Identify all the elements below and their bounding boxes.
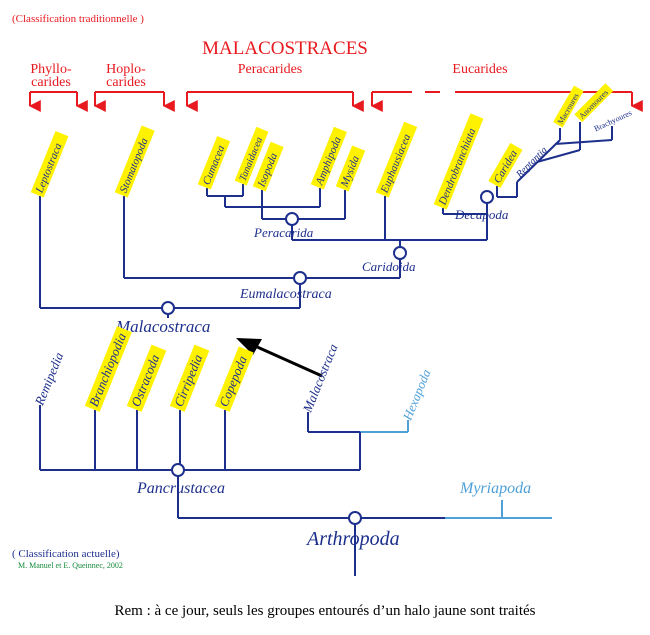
ostracoda-highlight bbox=[126, 344, 167, 412]
credit-label: M. Manuel et E. Queinnec, 2002 bbox=[18, 561, 123, 570]
cumacea-highlight bbox=[197, 136, 231, 190]
eumalacostraca-node bbox=[293, 271, 307, 285]
euphausiacea-highlight bbox=[375, 121, 418, 198]
decapoda-node bbox=[480, 190, 494, 204]
copepoda-label: Copepoda bbox=[216, 353, 250, 409]
hoplocarides-label-line1: Hoplo- bbox=[106, 62, 146, 77]
reptantia-fan bbox=[516, 139, 613, 183]
caridea-highlight bbox=[488, 142, 523, 188]
isopoda-label: Isopoda bbox=[255, 151, 280, 190]
hexapoda-label: Hexapoda bbox=[399, 367, 433, 424]
phyllocarides-label-line2: carides bbox=[31, 75, 71, 90]
phyllocarides-label-line1: Phyllo- bbox=[30, 62, 72, 77]
decapoda-label: Decapoda bbox=[454, 207, 509, 222]
traditional-classification: (Classification traditionnelle ) MALACOS… bbox=[12, 13, 643, 112]
ostracoda-label: Ostracoda bbox=[128, 352, 163, 409]
tanaidacea-highlight bbox=[234, 126, 269, 186]
cirripedia-label: Cirripedia bbox=[171, 352, 206, 409]
peracarides-label: Peracarides bbox=[238, 62, 303, 77]
myriapoda-label: Myriapoda bbox=[459, 480, 531, 497]
anomoures-highlight bbox=[574, 83, 614, 123]
reptantia-fan-stems bbox=[559, 122, 613, 150]
cumacea-label: Cumacea bbox=[201, 143, 228, 186]
actual-classification-label: ( Classification actuelle) bbox=[12, 548, 120, 560]
link-arrow bbox=[236, 338, 323, 378]
pancrustacea-label: Pancrustacea bbox=[136, 480, 225, 497]
myriapoda-join bbox=[445, 500, 552, 519]
isopoda-amphipoda-join bbox=[225, 206, 320, 219]
stomatopoda-highlight bbox=[114, 125, 155, 198]
cumacea-tanaidacea-join bbox=[207, 195, 243, 207]
branchiopodia-label: Branchiopodia bbox=[86, 330, 129, 408]
traditional-classification-label: (Classification traditionnelle ) bbox=[12, 13, 144, 25]
isopoda-highlight bbox=[252, 141, 284, 192]
copepoda-highlight bbox=[214, 346, 254, 412]
malacostraca-taxon-labels: Leptostraca Stomatopoda Cumacea Tanaidac… bbox=[30, 83, 633, 210]
peracarida-label: Peracarida bbox=[253, 225, 314, 240]
dendrobranchiata-highlight bbox=[433, 113, 484, 210]
decapoda-join bbox=[443, 196, 517, 240]
malacostraca-label: Malacostraca bbox=[115, 317, 210, 336]
arthropod-taxon-labels: Remipedia Branchiopodia Ostracoda Cirrip… bbox=[31, 326, 434, 424]
branchiopodia-highlight bbox=[84, 326, 132, 412]
dendrobranchiata-label: Dendrobranchiata bbox=[436, 126, 478, 207]
caridoida-label: Caridoida bbox=[362, 259, 416, 274]
euphausiacea-label: Euphausiacea bbox=[378, 132, 413, 196]
pancrustacea-node bbox=[171, 463, 185, 477]
malacostraca-tree bbox=[39, 122, 613, 318]
mysida-highlight bbox=[335, 145, 366, 192]
caridoida-node bbox=[393, 246, 407, 260]
malacostraca-node bbox=[161, 301, 175, 315]
peracarida-node bbox=[285, 212, 299, 226]
remipedia-label: Remipedia bbox=[31, 350, 66, 409]
macroures-highlight bbox=[553, 85, 584, 128]
malacostraces-title: MALACOSTRACES bbox=[202, 38, 368, 59]
hoplocarides-label-line2: carides bbox=[106, 75, 146, 90]
arthropoda-node bbox=[348, 511, 362, 525]
remark-text: Rem : à ce jour, seuls les groupes entou… bbox=[115, 603, 536, 619]
arthropod-tree bbox=[39, 405, 552, 576]
arthropoda-label: Arthropoda bbox=[305, 528, 400, 550]
pancrustacea-join bbox=[40, 469, 360, 518]
caridea-label: Caridea bbox=[492, 148, 521, 186]
malacostraca-leaf-label: Malacostraca bbox=[299, 341, 341, 415]
eucarides-label: Eucarides bbox=[452, 62, 507, 77]
amphipoda-highlight bbox=[310, 126, 347, 190]
leptostraca-highlight bbox=[30, 131, 69, 198]
cirripedia-highlight bbox=[169, 344, 210, 412]
eumalacostraca-label: Eumalacostraca bbox=[239, 287, 332, 302]
